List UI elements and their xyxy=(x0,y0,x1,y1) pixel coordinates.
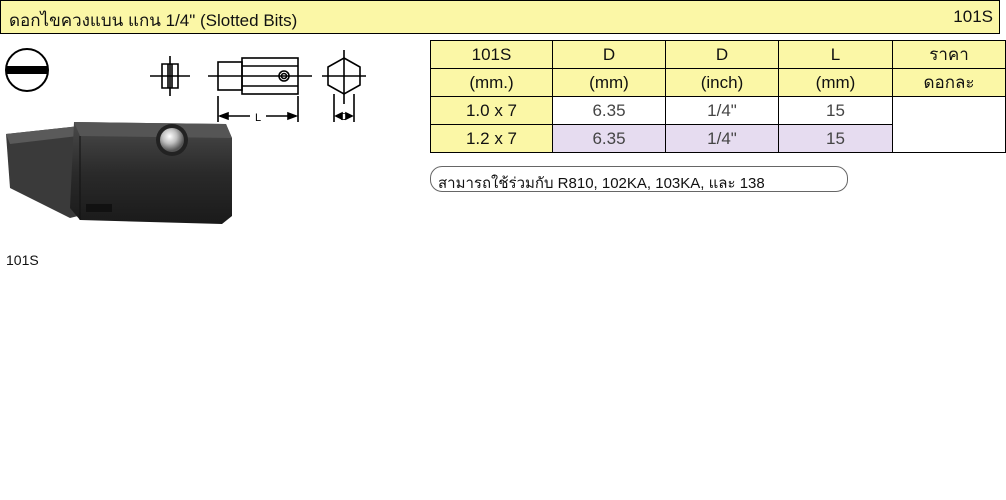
header-cell: D xyxy=(552,40,666,69)
spec-table: 101S D D L ราคา (mm.) (mm) (inch) (mm) ด… xyxy=(430,40,1006,153)
table-row: 1.2 x 7 6.35 1/4" 15 xyxy=(430,124,1006,153)
size-cell: 1.2 x 7 xyxy=(430,124,553,153)
header-cell: ราคา xyxy=(892,40,1006,69)
header-cell: (mm) xyxy=(778,68,893,97)
bit-drawing-svg: L D xyxy=(5,48,366,224)
bit-photo xyxy=(6,122,232,224)
product-title: ดอกไขควงแบน แกน 1/4" (Slotted Bits) xyxy=(9,11,298,30)
tip-end-view-icon xyxy=(150,56,190,96)
slot-symbol-icon xyxy=(5,48,49,92)
table-header-row: 101S D D L ราคา xyxy=(430,40,1006,69)
dim-diameter-label: D xyxy=(340,112,347,123)
header-cell: D xyxy=(665,40,779,69)
header-cell: (inch) xyxy=(665,68,779,97)
photo-caption: 101S xyxy=(6,252,39,268)
price-cell xyxy=(892,96,1006,153)
table-row: 1.0 x 7 6.35 1/4" 15 xyxy=(430,96,1006,153)
compatibility-note: สามารถใช้ร่วมกับ R810, 102KA, 103KA, และ… xyxy=(430,166,848,192)
technical-drawing: L D xyxy=(0,38,430,268)
d-inch-cell: 1/4" xyxy=(665,124,779,153)
header-cell: 101S xyxy=(430,40,553,69)
length-cell: 15 xyxy=(778,124,893,153)
header-cell: (mm.) xyxy=(430,68,553,97)
d-mm-cell: 6.35 xyxy=(552,96,666,125)
title-bar: ดอกไขควงแบน แกน 1/4" (Slotted Bits) 101S xyxy=(0,0,1000,34)
header-cell: ดอกละ xyxy=(892,68,1006,97)
table-header-row: (mm.) (mm) (inch) (mm) ดอกละ xyxy=(430,68,1006,97)
size-cell: 1.0 x 7 xyxy=(430,96,553,125)
hex-end-view-icon xyxy=(322,50,366,122)
header-cell: (mm) xyxy=(552,68,666,97)
dim-length-label: L xyxy=(255,112,261,124)
d-inch-cell: 1/4" xyxy=(665,96,779,125)
length-cell: 15 xyxy=(778,96,893,125)
bit-side-view-icon xyxy=(208,57,312,122)
header-cell: L xyxy=(778,40,893,69)
d-mm-cell: 6.35 xyxy=(552,124,666,153)
product-code: 101S xyxy=(953,7,993,26)
